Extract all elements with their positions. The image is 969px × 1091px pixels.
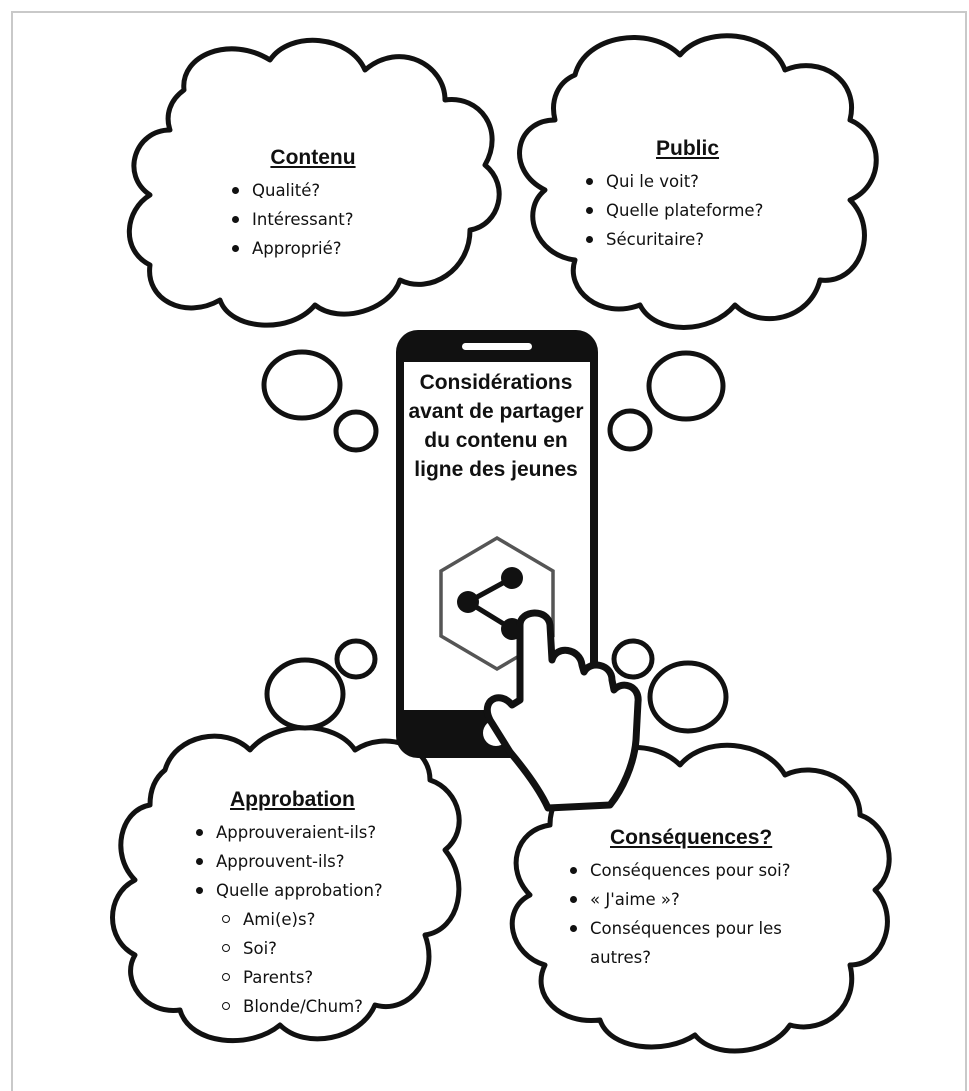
- contenu-text: Contenu Qualité? Intéressant? Approprié?: [228, 146, 398, 263]
- thought-bubble-consequences-large: [647, 660, 729, 734]
- approbation-text: Approbation Approuveraient-ils? Approuve…: [192, 788, 442, 1021]
- thought-bubble-contenu-small: [333, 409, 379, 453]
- sub-list-item: Soi?: [192, 934, 442, 963]
- public-list: Qui le voit? Quelle plateforme? Sécurita…: [582, 167, 802, 254]
- phone-speaker-slot: [462, 343, 532, 350]
- list-item: Intéressant?: [228, 205, 398, 234]
- cloud-consequences: [509, 742, 892, 1054]
- sub-list-item: Parents?: [192, 963, 442, 992]
- thought-bubble-public-small: [607, 408, 653, 452]
- sub-list-item: Blonde/Chum?: [192, 992, 442, 1021]
- public-title: Public: [656, 137, 720, 160]
- list-item: Conséquences pour les autres?: [566, 914, 836, 972]
- thought-bubble-public-large: [646, 350, 726, 422]
- approbation-list: Approuveraient-ils? Approuvent-ils? Quel…: [192, 818, 442, 1021]
- contenu-list: Qualité? Intéressant? Approprié?: [228, 176, 398, 263]
- thought-bubble-consequences-small: [611, 638, 655, 680]
- thought-bubble-approbation-small: [334, 638, 378, 680]
- consequences-list: Conséquences pour soi? « J'aime »? Consé…: [566, 856, 836, 972]
- consequences-title: Conséquences?: [610, 826, 773, 849]
- list-item: Quelle approbation?: [192, 876, 442, 905]
- share-icon: [439, 535, 555, 672]
- list-item: Quelle plateforme?: [582, 196, 802, 225]
- list-item: Approuveraient-ils?: [192, 818, 442, 847]
- thought-bubble-contenu-large: [261, 349, 343, 421]
- list-item: Qualité?: [228, 176, 398, 205]
- thought-bubble-approbation-large: [264, 657, 346, 731]
- cloud-approbation: [110, 725, 462, 1044]
- list-item: Approuvent-ils?: [192, 847, 442, 876]
- list-item: « J'aime »?: [566, 885, 836, 914]
- sub-list-item: Ami(e)s?: [192, 905, 442, 934]
- figure-frame: [11, 11, 967, 1091]
- list-item: Sécuritaire?: [582, 225, 802, 254]
- list-item: Conséquences pour soi?: [566, 856, 836, 885]
- approbation-title: Approbation: [230, 788, 355, 811]
- phone-title: Considérations avant de partager du cont…: [408, 371, 584, 481]
- consequences-text: Conséquences? Conséquences pour soi? « J…: [566, 826, 836, 972]
- public-text: Public Qui le voit? Quelle plateforme? S…: [582, 137, 802, 254]
- pointing-hand-icon: [484, 609, 642, 812]
- contenu-title: Contenu: [270, 146, 356, 169]
- cloud-contenu: [126, 37, 502, 328]
- list-item: Qui le voit?: [582, 167, 802, 196]
- list-item: Approprié?: [228, 234, 398, 263]
- cloud-public: [517, 33, 879, 330]
